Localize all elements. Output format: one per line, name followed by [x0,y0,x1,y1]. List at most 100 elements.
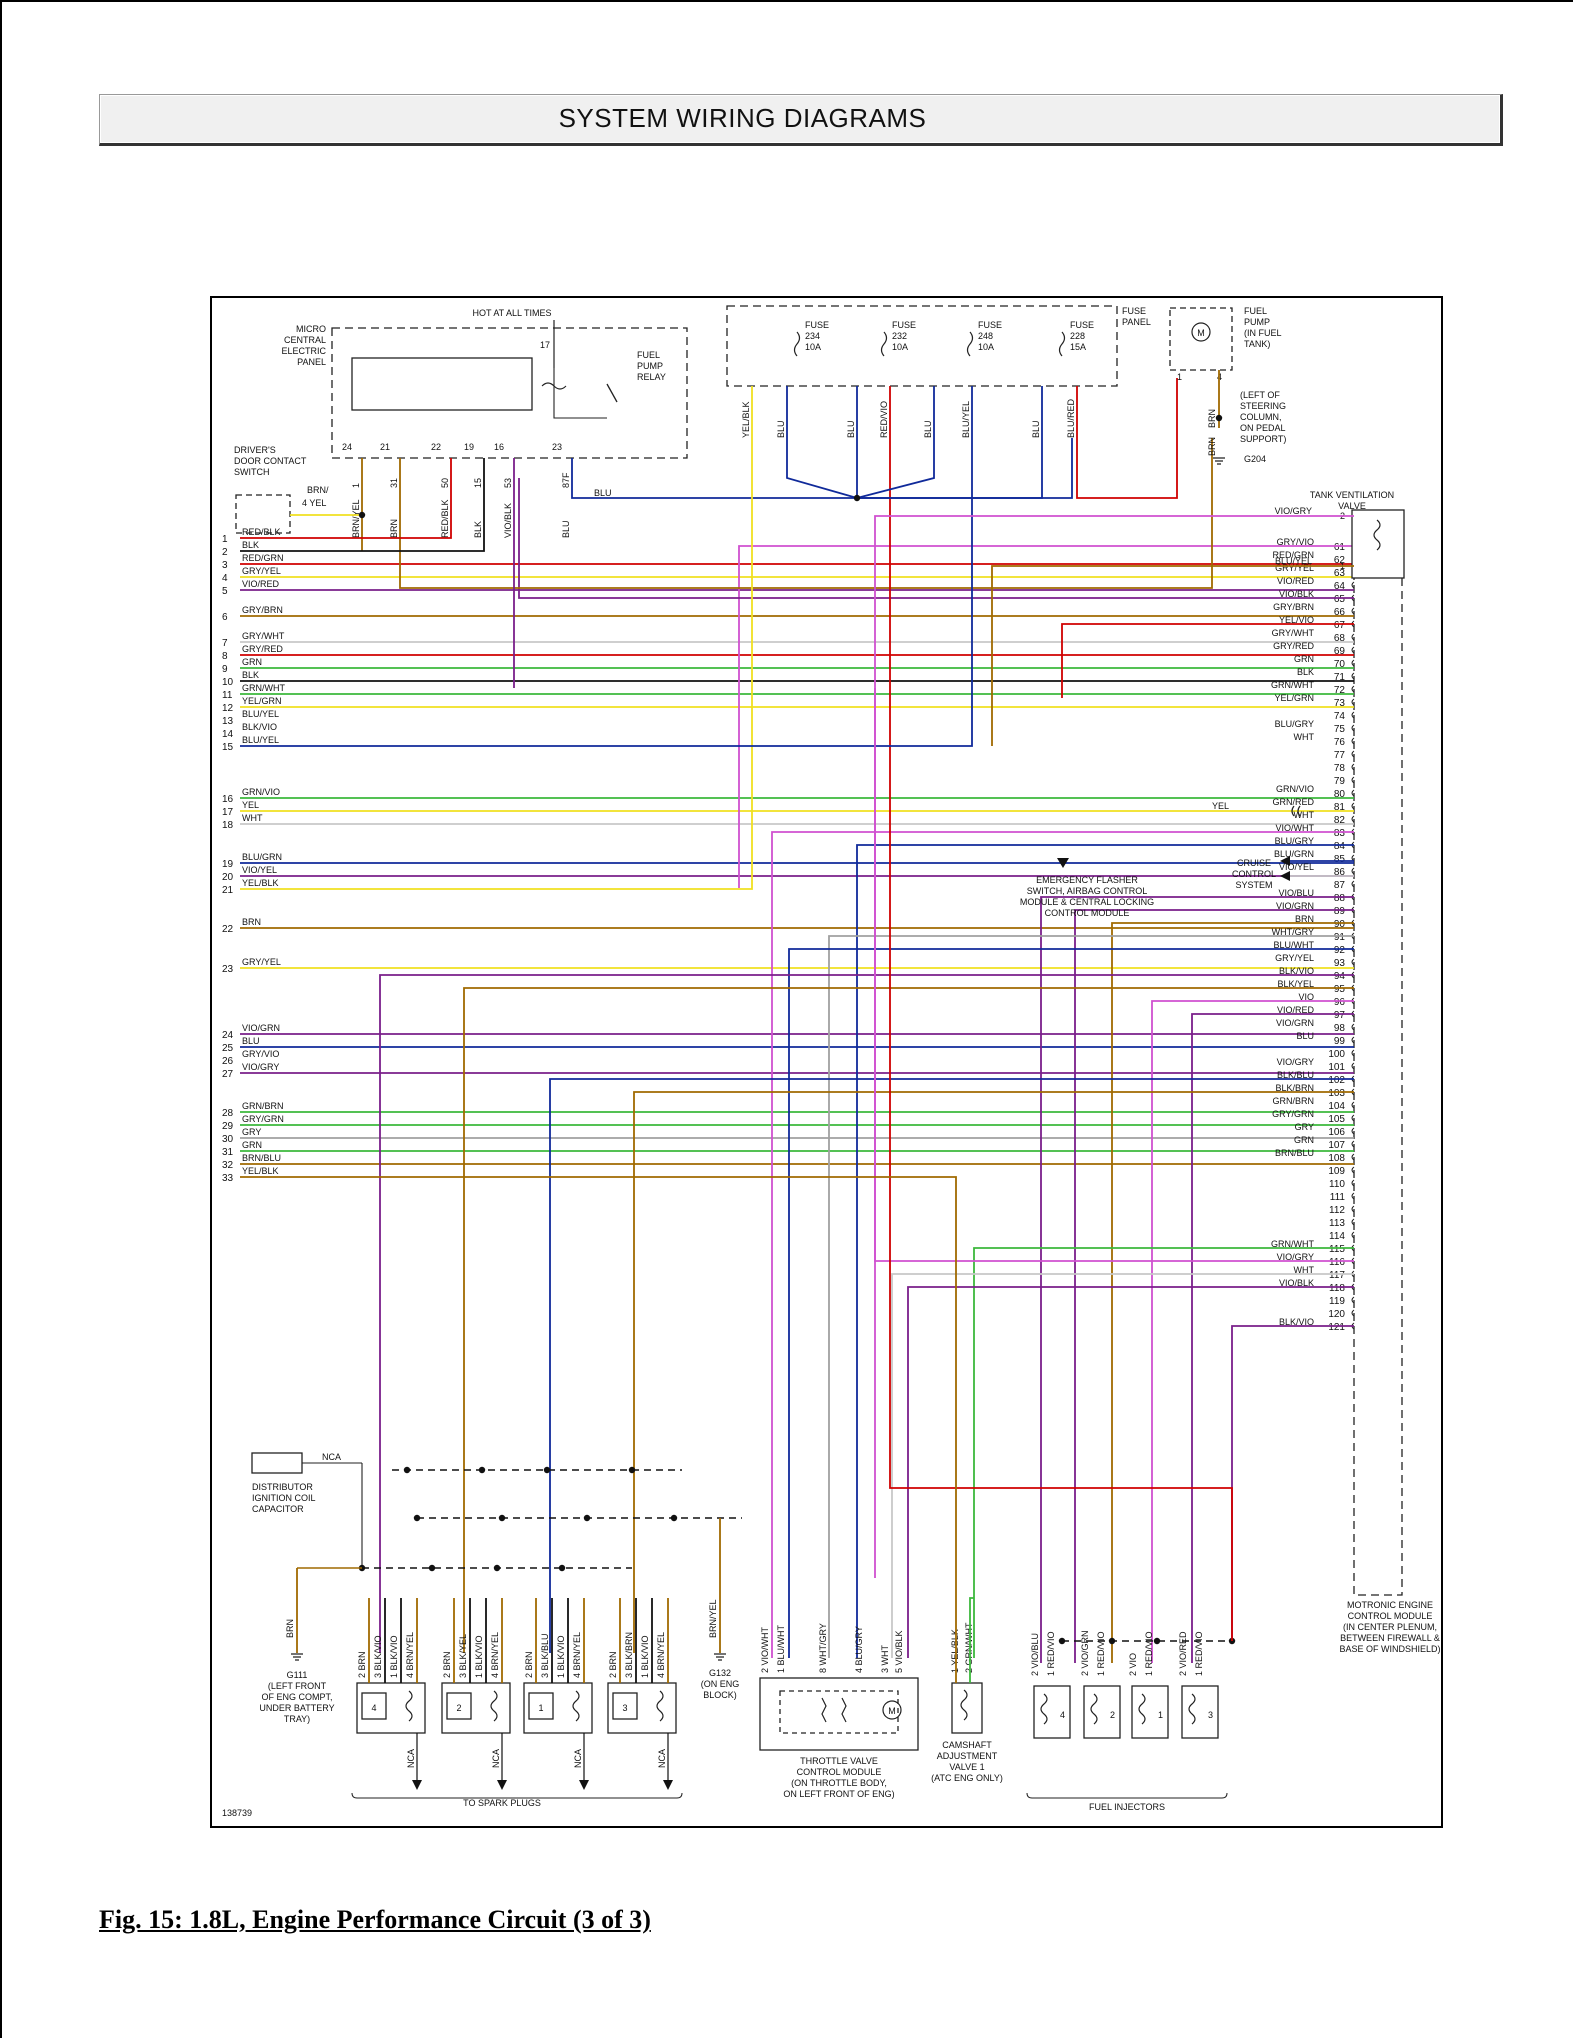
left-wire-label: BLU [242,1036,260,1046]
ecm-pin-terminal [1351,633,1355,641]
ecm-pin-terminal [1351,776,1355,784]
ecm-pin-number: 86 [1334,867,1346,878]
ecm-pin-terminal [1351,1231,1355,1239]
ecm-pin-label: GRN/RED [1272,797,1314,807]
ecm-pin-terminal [1351,698,1355,706]
fuel-injectors-label: FUEL INJECTORS [1089,1802,1165,1812]
bus-splice [403,1466,411,1474]
injector-id: 3 [1208,1710,1213,1720]
nca-arrow [579,1780,589,1790]
left-wire-number: 10 [222,677,234,688]
left-wire-label: BLK [242,540,259,550]
ecm-pin-label: GRY/BRN [1273,602,1314,612]
left-wire-number: 22 [222,924,234,935]
left-wire-label: GRN/BRN [242,1101,284,1111]
ecm-pin-number: 63 [1334,568,1346,579]
ecm-pin-terminal [1351,1140,1355,1148]
left-wire-label: GRY/GRN [242,1114,284,1124]
coil-pin-label: 4 BRN/YEL [572,1632,582,1678]
motor-icon [1191,322,1211,342]
ecm-wire-117 [891,1273,1354,1658]
panel-wire-label: BRN [389,519,399,538]
fuse-wire-label: BLU/RED [1066,398,1076,438]
fuse-icon [880,331,888,357]
ecm-pin-label: YEL/VIO [1279,615,1314,625]
left-wire-label: BLU/YEL [242,709,279,719]
door-wire-label-2: 4 YEL [302,498,326,508]
ecm-pin-label: BLK/YEL [1277,979,1314,989]
ecm-pin-terminal [1351,867,1355,875]
yel-label: YEL [1212,801,1229,811]
ecm-pin-number: 116 [1329,1257,1345,1268]
ecm-pin-number: 81 [1334,802,1346,813]
g204-brn-label: BRN [1207,437,1217,456]
ecm-pin-terminal [1351,815,1355,823]
coil-nca-label: NCA [491,1749,501,1768]
ecm-wire-89 [1074,909,1354,1663]
left-wire-number: 30 [222,1134,234,1145]
left-wire-number: 32 [222,1160,234,1171]
ecm-wire-103 [633,1091,1354,1653]
nca-arrow [663,1780,673,1790]
coil-winding-icon [490,1690,498,1722]
left-wire-number: 3 [222,560,228,571]
nca-label: NCA [322,1452,341,1462]
coil-pin-label: 3 BLK/YEL [458,1634,468,1678]
ecm-wire-121 [1231,1325,1354,1641]
ecm-pin-terminal [1351,711,1355,719]
ecm-pin-number: 115 [1329,1244,1345,1255]
arrow-emergency [1057,858,1069,868]
left-wire-number: 27 [222,1069,234,1080]
left-wire-label: GRN [242,657,262,667]
ecm-pin-label: BLU/GRY [1275,836,1314,846]
ecm-pin-label: YEL/GRN [1274,693,1314,703]
ecm-pin-terminal [1351,1101,1355,1109]
micro-central-panel [331,327,688,459]
left-wire-label: VIO/YEL [242,865,277,875]
ecm-pin-number: 102 [1328,1075,1345,1086]
fuel-injector [1033,1685,1071,1739]
injector-splice [1108,1637,1116,1645]
ecm-wire-65 [518,478,1354,599]
ecm-wire-102 [549,1078,1354,1653]
panel-wire-brn [399,438,1213,589]
ecm-pin-label: BLK [1297,667,1314,677]
ecm-pin-number: 78 [1334,763,1346,774]
ecm-wire-84 [856,844,1354,1658]
ecm-pin-label: GRY/YEL [1275,953,1314,963]
ecm-pin-label: GRN/WHT [1271,1239,1314,1249]
left-wire-number: 8 [222,651,228,662]
ecm-pin-number: 66 [1334,607,1346,618]
ecm-pin-label: GRY/GRN [1272,1109,1314,1119]
tank-vent-wire-vio-gry [874,515,1354,1578]
ecm-pin-label: VIO/GRN [1276,1018,1314,1028]
left-wire-label: YEL/GRN [242,696,282,706]
ecm-pin-number: 94 [1334,971,1346,982]
ecm-pin-label: BLU [1296,1031,1314,1041]
ecm-pin-number: 112 [1329,1205,1345,1216]
ecm-wire-91 [828,935,1354,1658]
left-wire-label: RED/BLK [242,527,281,537]
left-wire-label: GRY/VIO [242,1049,279,1059]
left-wire-number: 6 [222,612,228,623]
ecm-pin-label: GRN/WHT [1271,680,1314,690]
ecm-wire-83 [771,831,1354,1658]
coil-id-box [361,1692,387,1720]
injector-pin-label: 1 RED/VIO [1096,1631,1106,1676]
bus-splice [543,1466,551,1474]
throttle-module [759,1677,919,1751]
camshaft-valve [951,1682,983,1734]
ecm-wire-67 [1061,623,1354,698]
injector-pin-label: 2 VIO/RED [1178,1631,1188,1676]
ecm-pin-number: 114 [1329,1231,1345,1242]
ecm-pin-terminal [1351,789,1355,797]
ecm-pin-number: 62 [1334,555,1346,566]
